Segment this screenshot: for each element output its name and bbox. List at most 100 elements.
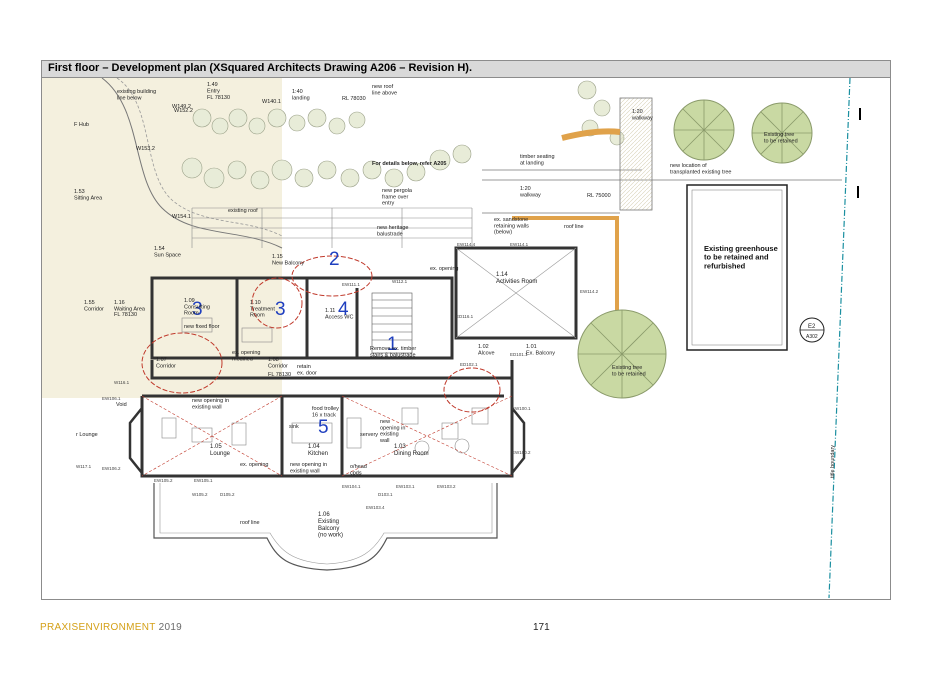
tree-transplanted — [673, 99, 735, 161]
title-boundary-line — [828, 78, 851, 599]
activities-roof-lines — [455, 247, 577, 339]
tag-ew1031: EW103.1 — [396, 484, 415, 489]
tag-d1011: ED101.1 — [510, 352, 528, 357]
marker-4: 4 — [338, 299, 349, 320]
tag-w1121: W112.1 — [392, 279, 408, 284]
page-number: 171 — [533, 622, 550, 633]
balcony-rail — [159, 483, 493, 565]
tag-w1161: W116.1 — [114, 380, 130, 385]
label-e2: E2 — [808, 324, 816, 330]
note-servery: servery — [360, 432, 378, 438]
tag-d1021: ED102.1 — [460, 362, 478, 367]
tag-ew1144: EW114.4 — [457, 242, 476, 247]
label-w153: W153.2 — [136, 146, 155, 152]
footer-brand-name: PRAXISENVIRONMENT — [40, 622, 156, 633]
tag-ew1041: EW104.1 — [342, 484, 361, 489]
tag-ew1141: EW114.1 — [510, 242, 529, 247]
note-fl-corr: FL 78130 — [268, 372, 291, 378]
figure-caption: First floor – Development plan (XSquared… — [48, 62, 473, 74]
marker-3a: 3 — [192, 299, 203, 320]
note-roof-line-bottom: roof line — [240, 520, 260, 526]
label-rl-mid: RL 75000 — [587, 193, 611, 199]
tag-ew1032: EW103.2 — [437, 484, 456, 489]
label-for-details: For details below, refer A205 — [372, 161, 446, 167]
label-rl-top: RL 78030 — [342, 96, 366, 102]
tag-ew1062: EW106.2 — [102, 466, 121, 471]
building-walls — [140, 246, 578, 478]
footer-year: 2019 — [158, 622, 183, 633]
label-roof-line-top: roof line — [564, 224, 584, 230]
note-sink: sink — [289, 424, 299, 430]
note-new-fixed-floor: new fixed floor — [184, 324, 220, 330]
path-curve-inner — [116, 78, 283, 237]
marker-5: 5 — [318, 417, 329, 438]
tag-ew1001: EW100.1 — [512, 406, 531, 411]
wall-tags: EW111.1 EW114.1 EW114.2 EW114.4 EW106.1 … — [76, 242, 599, 510]
marker-3b: 3 — [275, 299, 286, 320]
tree-retained-top — [751, 102, 813, 164]
existing-greenhouse — [686, 184, 788, 351]
furniture — [161, 317, 489, 456]
tag-ew1051: EW105.1 — [194, 478, 213, 483]
pergola-frame — [191, 207, 473, 248]
label-a302: A302 — [806, 334, 818, 340]
label-fl-top: FL 78130 — [207, 95, 230, 101]
path-curve — [101, 78, 283, 249]
existing-balcony — [153, 483, 498, 571]
greenhouse-inner — [691, 189, 783, 346]
tag-d1161: ED116.1 — [456, 314, 474, 319]
bay-window-right — [511, 407, 526, 474]
tree-retained-bottom — [577, 309, 667, 399]
figure-caption-bar: First floor – Development plan (XSquared… — [41, 60, 891, 78]
label-w154: W154.1 — [172, 214, 191, 220]
revision-clouds — [141, 255, 501, 413]
walkway — [482, 97, 842, 318]
tag-d1031: D103.1 — [378, 492, 393, 497]
tag-ew1002: EW100.2 — [512, 450, 531, 455]
note-ex-opening-lounge: ex. opening — [240, 462, 268, 468]
note-ex-opening-top: ex. opening — [430, 266, 458, 272]
label-hub: F Hub — [74, 122, 89, 128]
bay-window-left — [128, 407, 143, 474]
shrub-cluster — [181, 80, 625, 190]
room-lounge-left: r Lounge — [76, 432, 98, 438]
footer-brand: PRAXISENVIRONMENT 2019 — [40, 622, 182, 633]
tag-w1171: W117.1 — [76, 464, 92, 469]
tag-w1052: W105.2 — [192, 492, 208, 497]
